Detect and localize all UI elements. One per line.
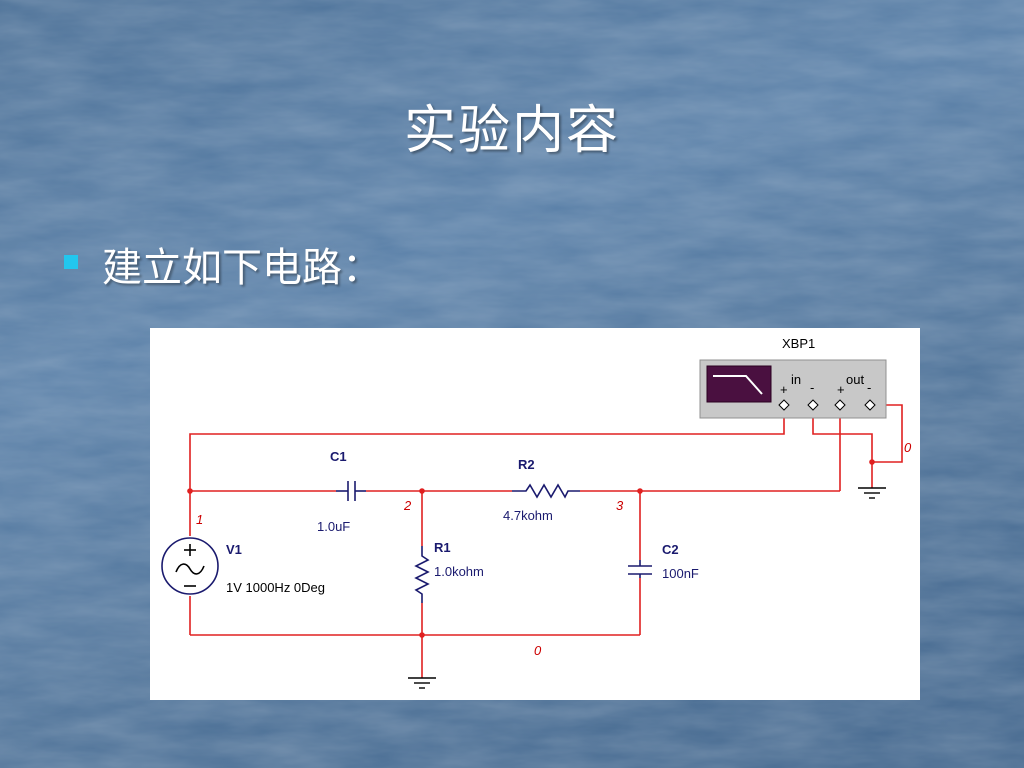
terminal-in-plus [778, 399, 790, 411]
r1-value: 1.0kohm [434, 564, 484, 579]
instrument-in-minus: - [810, 380, 814, 395]
c1-value: 1.0uF [317, 519, 350, 534]
terminal-out-plus [834, 399, 846, 411]
instrument-terminals [778, 399, 876, 411]
capacitor-c2-symbol [628, 560, 652, 578]
ground-icon-bottom [408, 677, 436, 689]
instrument-out-label: out [846, 372, 864, 387]
r2-name: R2 [518, 457, 535, 472]
node-label-0-right: 0 [904, 440, 912, 455]
bullet-text: 建立如下电路： [102, 245, 382, 291]
terminal-out-minus [864, 399, 876, 411]
v1-value: 1V 1000Hz 0Deg [226, 580, 325, 595]
r2-value: 4.7kohm [503, 508, 553, 523]
node-label-1: 1 [196, 512, 203, 527]
wire-probe-in [189, 405, 785, 491]
circuit-schematic: C1 1.0uF R2 4.7kohm R1 1.0kohm C2 100nF [150, 328, 920, 700]
v1-name: V1 [226, 542, 242, 557]
wire-in-minus [812, 405, 873, 462]
c1-name: C1 [330, 449, 347, 464]
terminal-in-minus [807, 399, 819, 411]
bode-plot-icon [713, 375, 763, 395]
junction-node1 [187, 488, 193, 494]
c2-value: 100nF [662, 566, 699, 581]
junction-ground [419, 632, 425, 638]
junctions [187, 459, 875, 638]
r1-name: R1 [434, 540, 451, 555]
c2-name: C2 [662, 542, 679, 557]
instrument-in-plus: + [780, 382, 788, 397]
junction-right-ground [869, 459, 875, 465]
circuit-svg: C1 1.0uF R2 4.7kohm R1 1.0kohm C2 100nF [161, 336, 912, 689]
ground-icon-right [858, 487, 886, 499]
ac-source-icon [161, 537, 219, 595]
bullet-square-icon [64, 255, 78, 269]
instrument-out-plus: + [837, 382, 845, 397]
junction-node3 [637, 488, 643, 494]
node-label-0-bottom: 0 [534, 643, 542, 658]
bode-plotter-screen [706, 365, 772, 403]
instrument-name: XBP1 [782, 336, 815, 351]
resistor-r1-symbol [414, 546, 430, 603]
capacitor-c1-symbol [336, 481, 366, 501]
resistor-r2-symbol [512, 483, 580, 499]
slide-title: 实验内容 [403, 101, 620, 161]
bode-plotter[interactable] [699, 359, 887, 419]
instrument-out-minus: - [867, 380, 871, 395]
node-label-2: 2 [403, 498, 412, 513]
wires [189, 404, 903, 678]
node-label-3: 3 [616, 498, 624, 513]
instrument-in-label: in [791, 372, 801, 387]
junction-node2 [419, 488, 425, 494]
